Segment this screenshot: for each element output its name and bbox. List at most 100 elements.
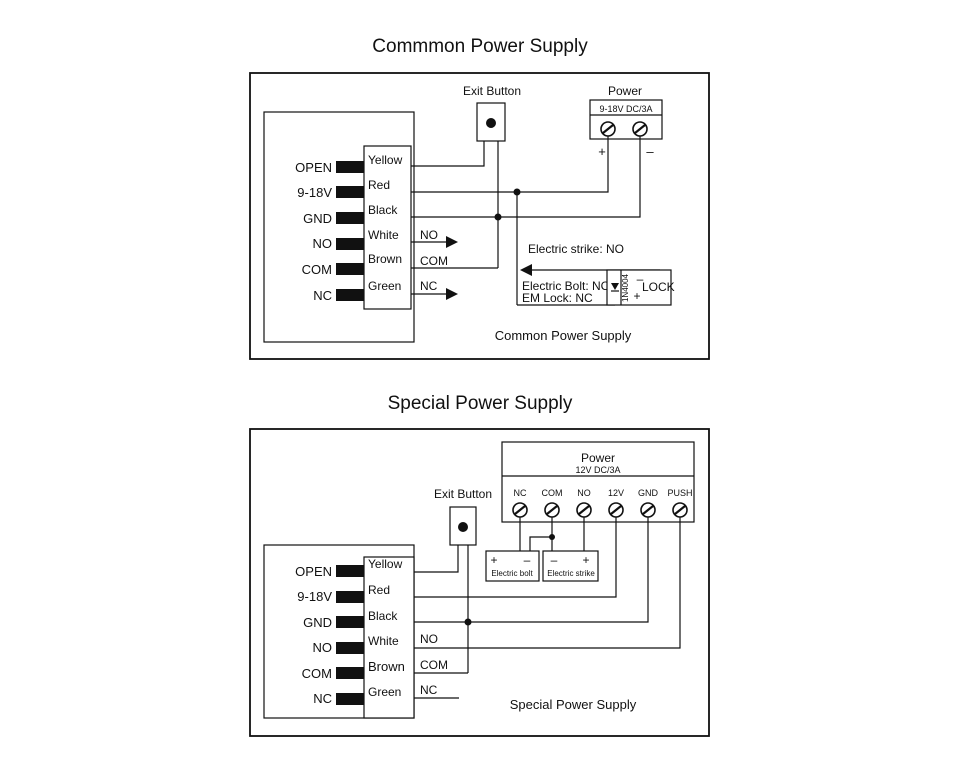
diagram2-power-rating: 12V DC/3A [575,465,620,475]
diagram2-terminal-12v-label: 12V [608,488,624,498]
diagram1-footer: Common Power Supply [495,328,632,343]
diagram2-pin-no: NO [313,640,333,655]
diagram1-bolt-label: Electric Bolt: NC [522,279,610,293]
diagram1-pin-block-power [336,186,364,198]
diagram1-diode-icon [611,283,619,290]
diagram2-pin-open: OPEN [295,564,332,579]
diagram2-terminal-com-label: COM [542,488,563,498]
diagram2-wire-red-line [414,517,617,598]
diagram1-pin-block-com [336,263,364,275]
diagram1-pin-block-gnd [336,212,364,224]
diagram1-diode-label: 1N4004 [621,273,630,302]
diagram2-exit-button-label: Exit Button [434,487,492,501]
diagram1-exit-button-label: Exit Button [463,84,521,98]
diagram2-screw-slash-gnd [642,505,654,515]
diagram1-pin-gnd: GND [303,211,332,226]
diagram2-terminal-nc-label: NC [514,488,527,498]
diagram1-emlock-label: EM Lock: NC [522,291,593,305]
diagram1-pin-block-open [336,161,364,173]
diagram1-pin-block-no [336,238,364,250]
diagram1-power-title: Power [608,84,642,98]
diagram1-pin-no: NO [313,236,333,251]
diagram1-lock-plus: + [633,289,640,303]
diagram1-arrow-nc [446,288,458,300]
diagram1-wire-yellow: Yellow [368,153,403,167]
diagram2-wire-black: Black [368,609,398,623]
diagram2-wire-red: Red [368,583,390,597]
diagram1-pin-open: OPEN [295,160,332,175]
diagram2-terminal-strip [363,556,415,719]
diagram2-pin-block-power [336,591,364,603]
diagram2-screw-slash-com [546,505,558,515]
diagram2-out-nc: NC [420,683,438,697]
diagram2-wire-white: White [368,634,399,648]
diagram1-out-com: COM [420,254,448,268]
diagram2-screw-slash-nc [514,505,526,515]
diagram1-wire-brown: Brown [368,252,402,266]
diagram1-plus-sign: + [598,144,606,159]
diagram2-power-box [501,441,695,523]
diagram2-junction-black [464,618,472,626]
diagram2-pin-block-gnd [336,616,364,628]
diagram2-pin-block-no [336,642,364,654]
diagram2-terminal-no-label: NO [577,488,591,498]
diagram2-wire-white-line [414,517,681,649]
diagram2-electric-bolt-box [485,550,540,582]
diagram2-screw-slash-no [578,505,590,515]
diagram2-wire-yellow-line [414,545,459,573]
diagram2-strike-plus: + [582,553,589,567]
diagram2-wire-black-line [414,517,649,623]
diagram1-pin-power: 9-18V [297,185,332,200]
diagram1-wire-white: White [368,228,399,242]
diagram2-wire-green: Green [368,685,401,699]
diagram1-junction-black [494,213,502,221]
diagram2-power-title: Power [581,451,615,465]
diagram2-strike-label: Electric strike [547,569,595,578]
diagram2-bolt-minus: – [524,553,531,567]
diagram1-terminal-strip [363,145,412,310]
diagram1-wire-green: Green [368,279,401,293]
diagram1-power-box [589,99,663,140]
diagram2-screw-slash-push [674,505,686,515]
diagram2-exit-button-dot [458,522,468,532]
diagram2-bolt-plus: + [490,553,497,567]
diagram1-lock-box [606,269,672,306]
diagram2-wire-yellow: Yellow [368,557,403,571]
diagram1-screw-slash-plus [602,124,614,134]
diagram2-pin-com: COM [302,666,332,681]
diagram1-wire-black: Black [368,203,398,217]
diagram2-footer: Special Power Supply [510,697,637,712]
diagram2-wire-brown: Brown [368,659,405,674]
diagram2-screw-slash-12v [610,505,622,515]
diagram2-electric-strike-box [542,550,599,582]
diagram2-pin-block-nc [336,693,364,705]
diagram2-wire-com-bolt [529,517,553,551]
diagram2-pin-block-open [336,565,364,577]
diagram1-frame [249,72,710,360]
diagram2-frame [249,428,710,737]
diagram1-title: Commmon Power Supply [372,36,588,57]
diagram1-out-no: NO [420,228,438,242]
diagram2-terminal-gnd-label: GND [638,488,659,498]
diagram1-pin-nc: NC [313,288,332,303]
diagram1-arrow-strike [520,264,532,276]
diagram1-power-rating: 9-18V DC/3A [599,104,652,114]
diagram1-out-nc: NC [420,279,438,293]
diagram1-strike-label: Electric strike: NO [528,242,624,256]
diagram1-lock-minus: – [637,272,644,286]
diagram1-arrow-no [446,236,458,248]
diagram1-wire-black-line [411,136,641,218]
diagram1-screw-slash-minus [634,124,646,134]
diagram1-minus-sign: – [646,144,654,159]
diagram2-pin-nc: NC [313,691,332,706]
diagram2-title: Special Power Supply [388,393,573,414]
diagram2-bolt-label: Electric bolt [491,569,533,578]
diagram1-wire-red: Red [368,178,390,192]
diagram1-pin-com: COM [302,262,332,277]
diagram2-strike-minus: – [551,553,558,567]
diagram2-out-com: COM [420,658,448,672]
diagram1-wire-red-line [411,136,609,193]
diagram1-wire-yellow-line [411,141,485,167]
diagram1-exit-button-dot [486,118,496,128]
